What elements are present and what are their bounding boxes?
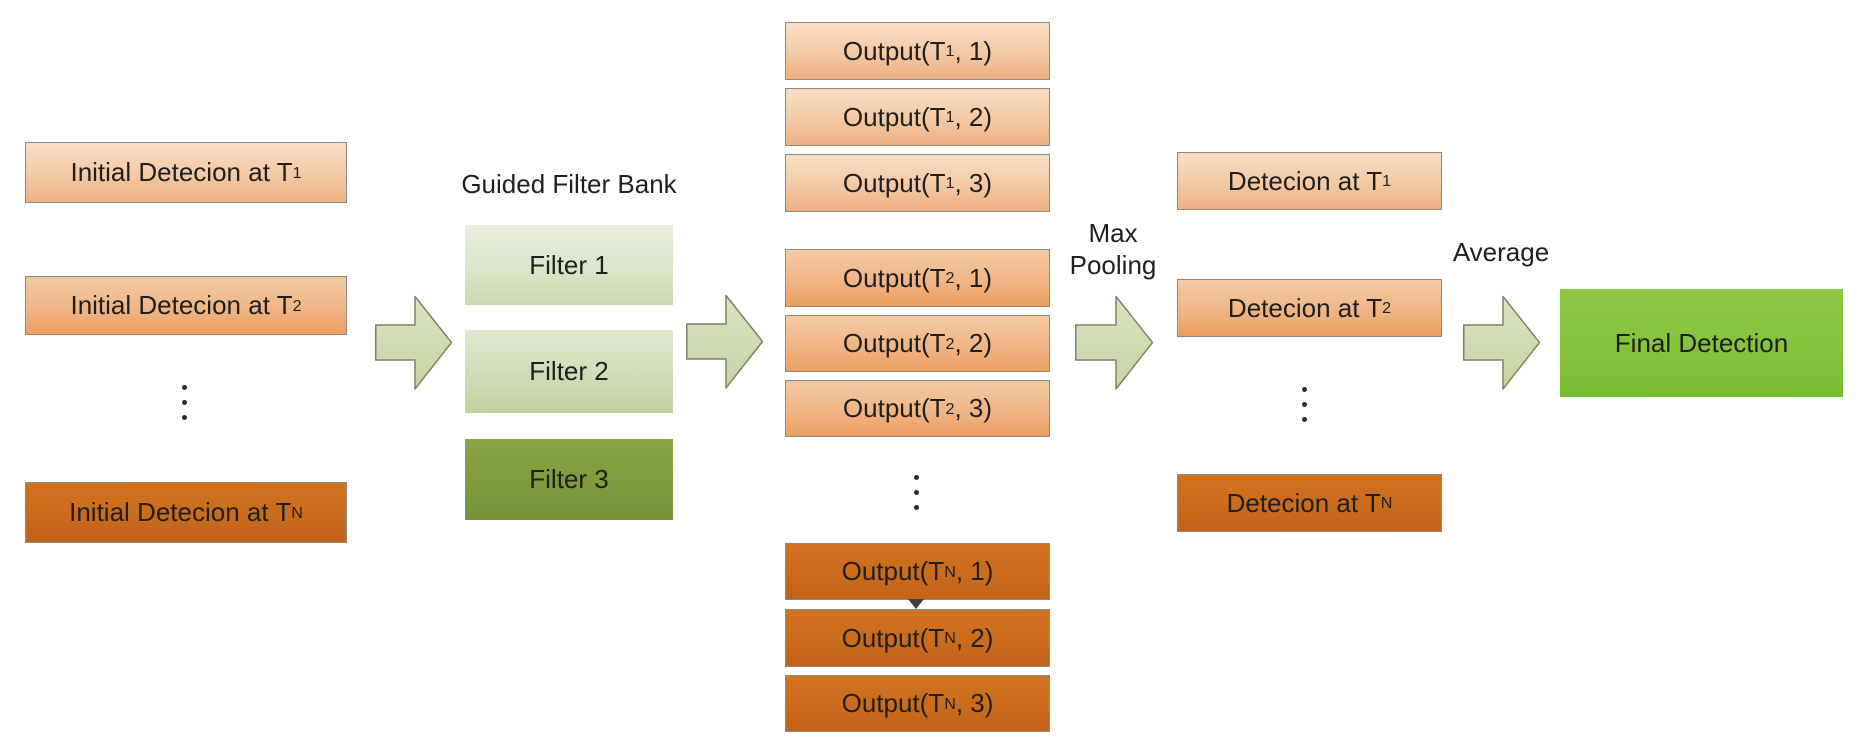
detection-label: Detecion at T [1227, 292, 1383, 323]
filter-3-label: Filter 3 [529, 464, 609, 494]
output-label: Output(T [841, 622, 945, 653]
flow-arrow-max-pooling [1075, 295, 1154, 390]
output-label-suffix: , 3) [954, 393, 993, 423]
output-label: Output(T [842, 101, 946, 132]
output-label: Output(T [841, 688, 945, 718]
max-pooling-line2: Pooling [1069, 250, 1157, 280]
output-label: Output(T [841, 556, 945, 586]
dot [1302, 417, 1307, 422]
flow-arrow-average [1463, 295, 1541, 390]
output-label-suffix: , 1) [955, 556, 994, 586]
dot [182, 400, 187, 405]
filter-2-box: Filter 2 [465, 330, 673, 413]
max-pooling-line1: Max [1088, 218, 1138, 248]
filter-1-label: Filter 1 [529, 249, 609, 280]
output-label-suffix: , 3) [955, 688, 994, 718]
final-detection-label: Final Detection [1614, 327, 1789, 358]
vertical-ellipsis-left [182, 385, 187, 420]
dot [182, 415, 187, 420]
output-label-suffix: , 3) [954, 167, 993, 198]
detection-label: Detecion at T [1227, 165, 1383, 196]
output-label: Output(T [842, 167, 946, 198]
flow-arrow-input-to-filters [375, 295, 453, 390]
filter-3-box: Filter 3 [465, 439, 673, 520]
output-label-suffix: , 2) [954, 328, 993, 358]
final-detection-box: Final Detection [1560, 289, 1843, 397]
dot [914, 505, 919, 510]
detection-label: Detecion at T [1226, 487, 1381, 518]
output-label: Output(T [842, 35, 946, 66]
dot [182, 385, 187, 390]
dot [1302, 387, 1307, 392]
flow-arrow-filters-to-outputs [686, 294, 764, 389]
max-pooling-label: Max Pooling [1043, 217, 1183, 281]
initial-detection-t2-label: Initial Detecion at T [70, 290, 293, 320]
output-label-suffix: , 1) [954, 262, 993, 293]
output-label-suffix: , 1) [954, 35, 993, 66]
initial-detection-t1-label: Initial Detecion at T [70, 157, 293, 187]
output-label-suffix: , 2) [954, 101, 993, 132]
down-arrowhead-icon [908, 599, 924, 609]
vertical-ellipsis-outputs [914, 475, 919, 510]
filter-1-box: Filter 1 [465, 225, 673, 305]
output-label-suffix: , 2) [955, 622, 994, 653]
filter-bank-title: Guided Filter Bank [461, 169, 677, 199]
output-label: Output(T [842, 262, 946, 293]
vertical-ellipsis-detections [1302, 387, 1307, 422]
average-label: Average [1452, 237, 1550, 267]
initial-detection-tn-label: Initial Detecion at T [69, 497, 292, 527]
output-label: Output(T [842, 393, 946, 423]
filter-2-label: Filter 2 [529, 356, 609, 386]
dot [914, 475, 919, 480]
dot [914, 490, 919, 495]
dot [1302, 402, 1307, 407]
output-label: Output(T [842, 328, 946, 358]
